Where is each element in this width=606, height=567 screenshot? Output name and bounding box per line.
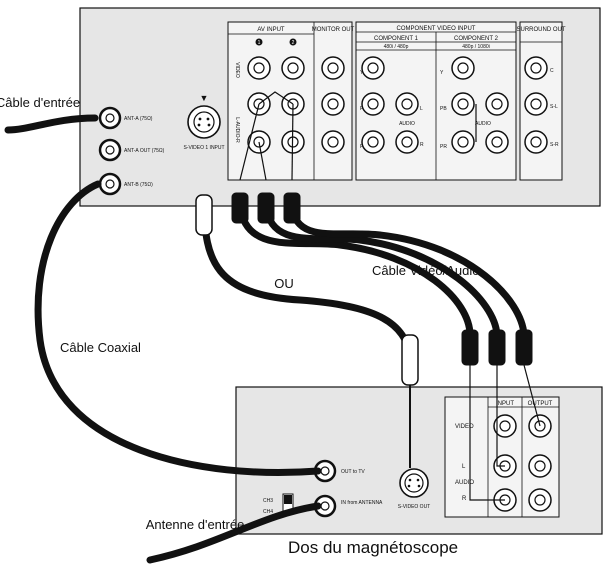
comp2-pr-label: PR <box>440 144 447 150</box>
component-title: COMPONENT VIDEO INPUT <box>397 26 476 32</box>
callout-cable-entree-text: Câble d'entrée <box>0 95 80 110</box>
callout-ou: OU <box>274 276 294 291</box>
component-block: COMPONENT VIDEO INPUT COMPONENT 1 COMPON… <box>355 21 517 181</box>
av-input-2-number: 2 <box>292 40 295 46</box>
tv-av-plug-2 <box>257 192 275 224</box>
av-audio-l-jacks <box>247 92 345 116</box>
vcr-av-plug-2 <box>488 329 506 366</box>
av-input-1-badge <box>255 38 263 46</box>
callout-ou-bg <box>268 275 300 291</box>
tv-back-panel: AV INPUT MONITOR OUT 1 2 VIDEO L-AUDIO-R <box>79 7 601 207</box>
av-cable-3 <box>288 201 528 339</box>
vcr-r-label: R <box>462 496 467 502</box>
callouts: Câble d'entrée Câble Coaxial OU Câble Vi… <box>0 95 479 532</box>
ch3-label: CH3 <box>263 498 273 504</box>
av-side-audio-label: L-AUDIO-R <box>234 117 240 143</box>
ant-b-label: ANT-B (75Ω) <box>124 182 153 188</box>
coaxial-cable <box>34 180 322 476</box>
tv-av-plug-1 <box>231 192 249 224</box>
comp1-audio-label: AUDIO <box>399 121 415 127</box>
monitor-out-title: MONITOR OUT <box>312 27 355 33</box>
surround-sl-label: S-L <box>550 104 558 110</box>
callout-cable-coaxial: Câble Coaxial <box>60 340 141 355</box>
comp2-audio-label: AUDIO <box>475 121 491 127</box>
comp2-pb-label: PB <box>440 106 447 112</box>
surround-out-label: SURROUND OUT <box>517 27 566 33</box>
vcr-in-from-antenna-label: IN from ANTENNA <box>341 500 383 506</box>
svideo-cable <box>200 201 414 364</box>
ant-a-out-label: ANT-A OUT (75Ω) <box>124 148 165 154</box>
av-video-jacks <box>247 56 345 80</box>
cables <box>4 103 541 564</box>
av-input-block: AV INPUT MONITOR OUT 1 2 VIDEO L-AUDIO-R <box>227 21 355 181</box>
tv-svideo-input: ▼ S-VIDEO 1 INPUT <box>183 93 224 151</box>
surround-title: SURROUND OUT <box>517 27 566 33</box>
tv-antenna-jacks: ANT-A (75Ω) ANT-A OUT (75Ω) ANT-B (75Ω) <box>98 106 165 196</box>
antenna-cable <box>146 502 322 564</box>
av-cable-2 <box>262 201 501 339</box>
comp2-y-label: Y <box>440 70 444 76</box>
component-2-res: 480p / 1080i <box>462 44 490 50</box>
vcr-input-title: INPUT <box>496 401 514 407</box>
comp1-y-label: Y <box>360 70 364 76</box>
ant-a-in-label: ANT-A (75Ω) <box>124 116 153 122</box>
tv-svideo-label: S-VIDEO 1 INPUT <box>183 145 224 151</box>
vcr-out-to-tv-label: OUT to TV <box>341 469 365 475</box>
ch4-label: CH4 <box>263 509 273 515</box>
av-cable-1 <box>236 201 474 339</box>
av-input-title: AV INPUT <box>257 27 285 33</box>
av-input-1-number: 1 <box>258 40 261 46</box>
component-1-res: 480i / 480p <box>384 44 409 50</box>
av-input-2-badge <box>289 38 297 46</box>
vcr-svideo-out-label: S-VIDEO OUT <box>398 504 431 510</box>
surround-c-label: C <box>550 68 554 74</box>
vcr-av-plug-3 <box>515 329 533 366</box>
comp1-audio-r-label: R <box>420 142 424 148</box>
monitor-out-label: MONITOR OUT <box>312 27 355 33</box>
comp1-audio-l-label: L <box>420 106 423 112</box>
component-2-title: COMPONENT 2 <box>454 36 499 42</box>
component-1-title: COMPONENT 1 <box>374 36 419 42</box>
vcr-svideo-plug <box>401 334 419 386</box>
surround-sr-label: S-R <box>550 142 559 148</box>
input-cable <box>4 114 99 134</box>
av-side-video-label: VIDEO <box>234 62 240 78</box>
callout-antenne-entree: Antenne d'entrée <box>146 517 245 532</box>
callout-cable-video-audio: Câble Vidéo/Audio <box>372 263 479 278</box>
tv-svideo-arrow-icon: ▼ <box>200 93 209 103</box>
vcr-av-plug-1 <box>461 329 479 366</box>
vcr-title: Dos du magnétoscope <box>288 538 458 557</box>
vcr-output-title: OUTPUT <box>528 401 553 407</box>
tv-av-plug-3 <box>283 192 301 224</box>
vcr-l-label: L <box>462 464 466 470</box>
vcr-audio-label: AUDIO <box>455 480 474 486</box>
surround-block: SURROUND OUT C S-L S-R <box>517 21 566 181</box>
vcr-video-label: VIDEO <box>455 424 474 430</box>
callout-cable-entree: Câble d'entrée <box>0 95 80 110</box>
tv-svideo-plug <box>195 194 213 236</box>
av-link-line <box>258 91 294 105</box>
av-audio-r-jacks <box>247 130 345 154</box>
